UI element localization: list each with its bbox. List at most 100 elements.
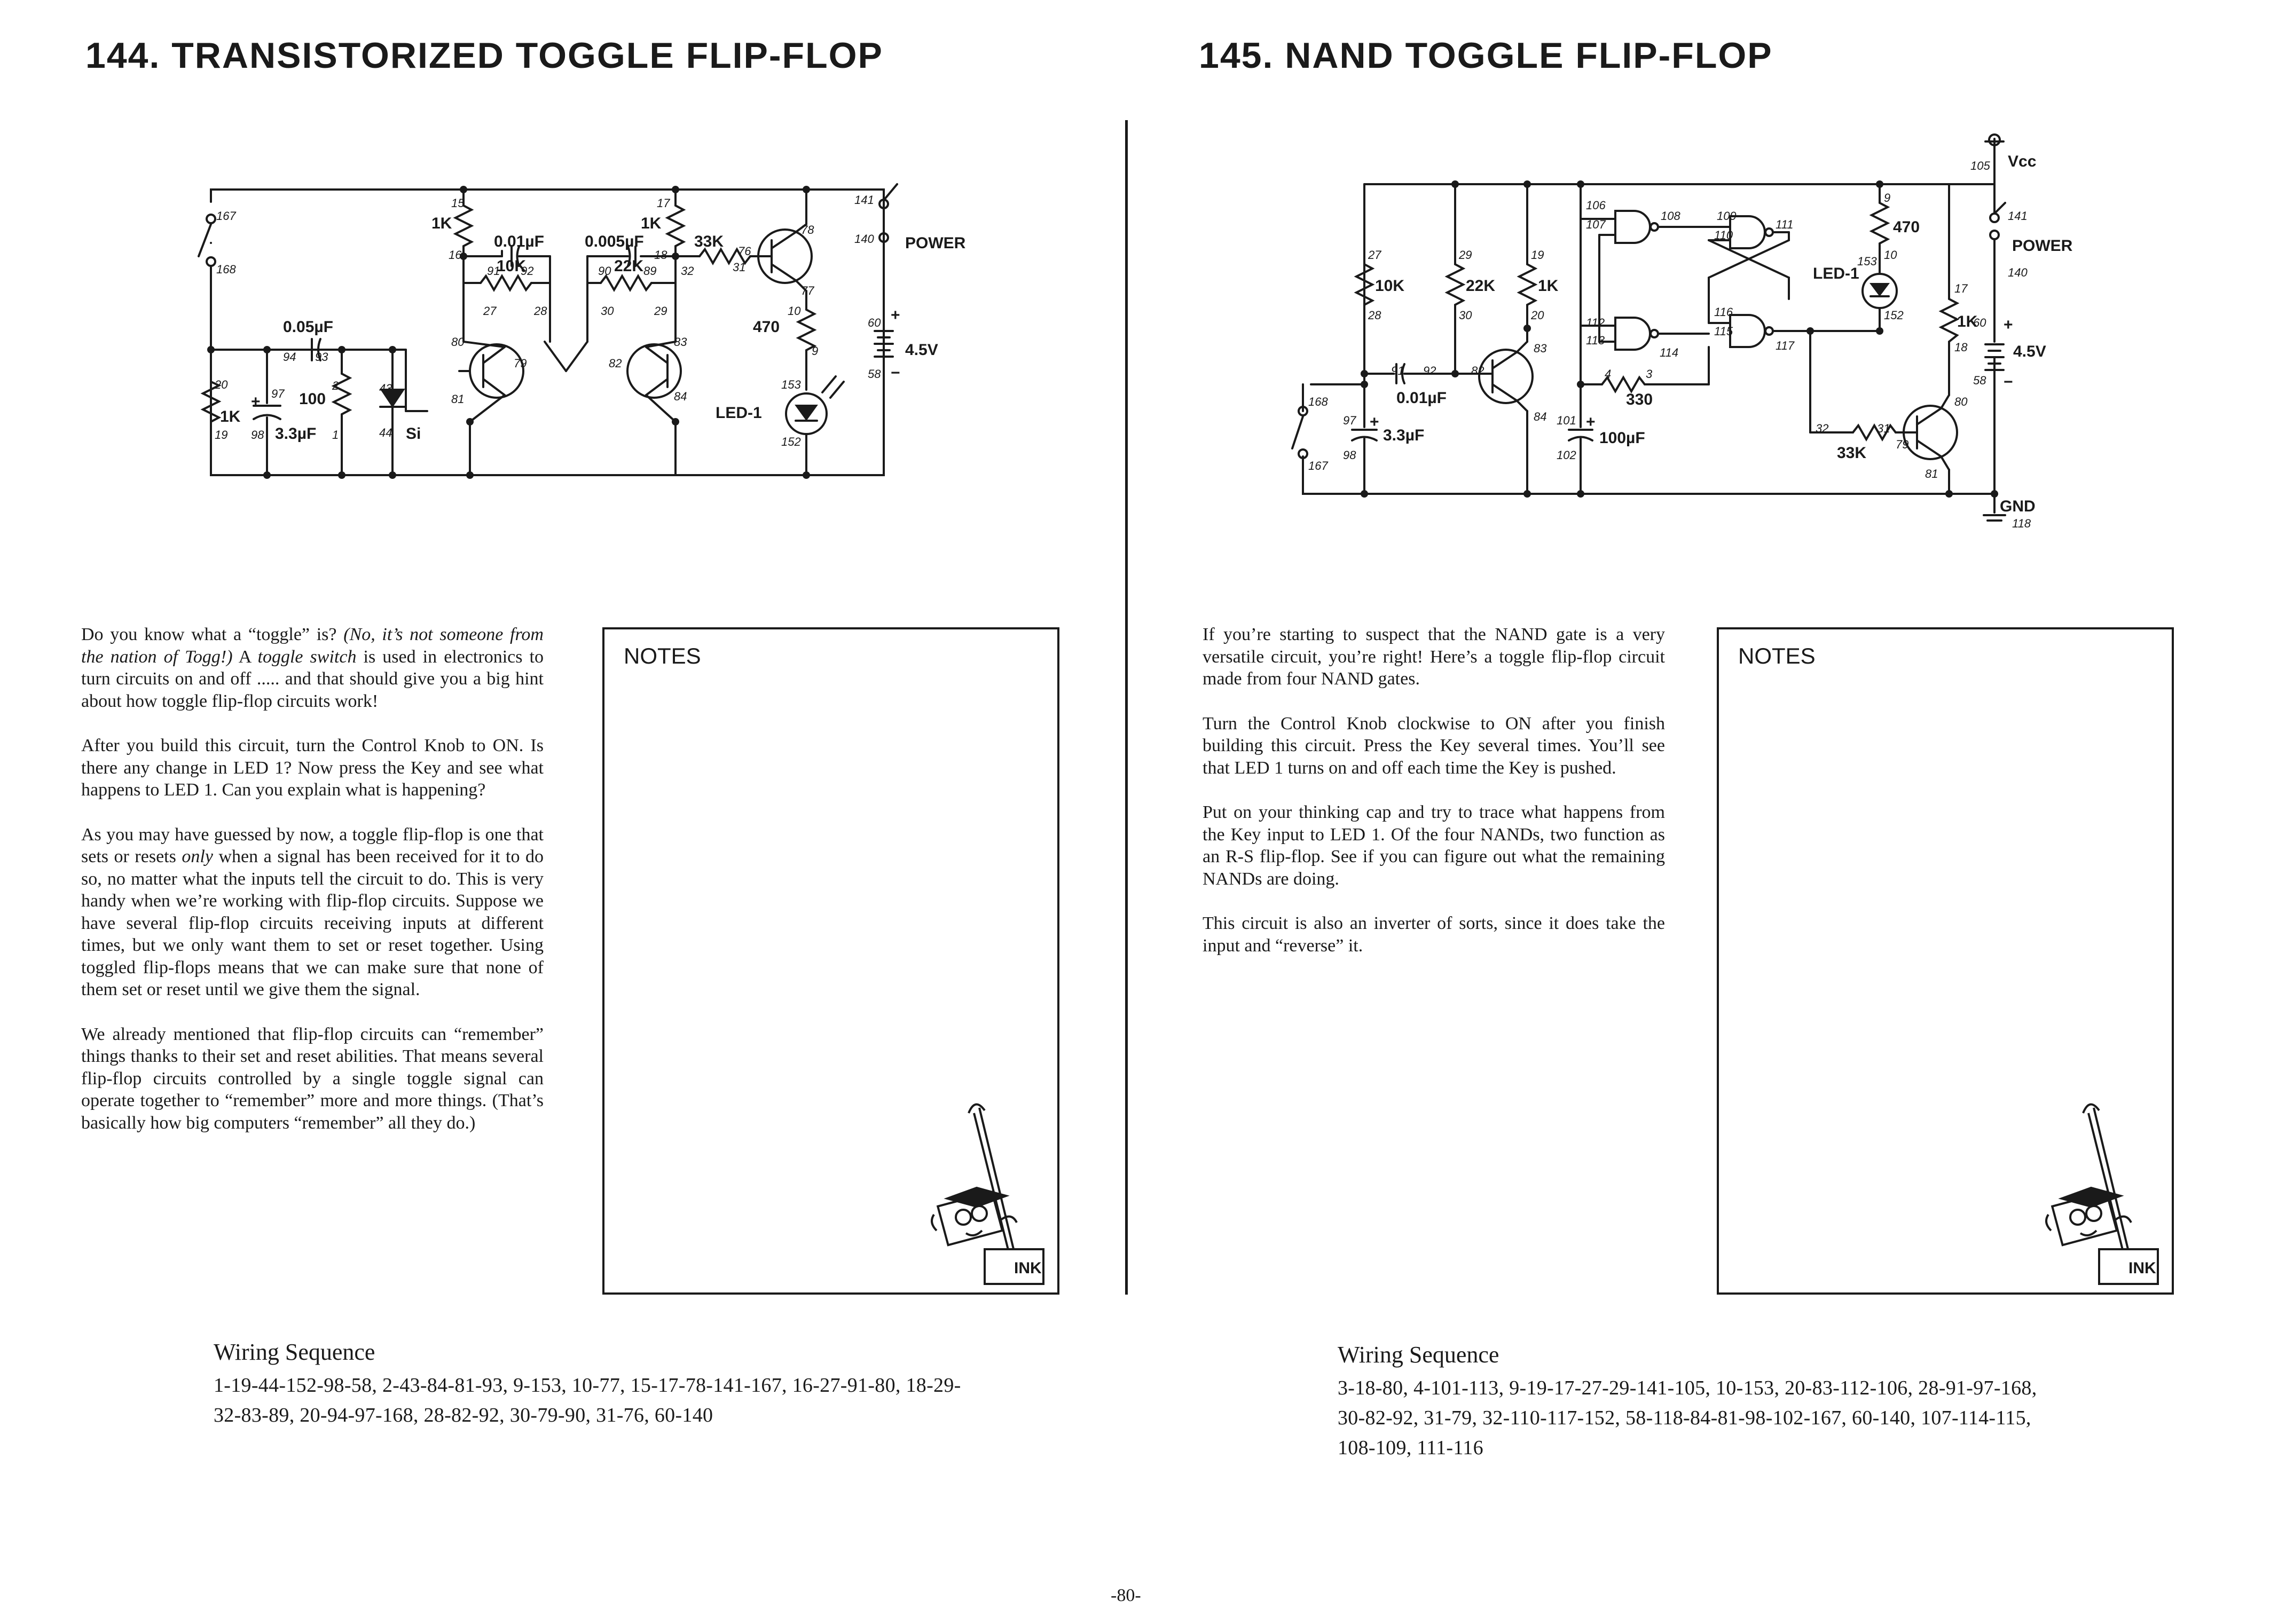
paragraph: This circuit is also an inverter of sort… — [1203, 912, 1665, 957]
svg-text:58: 58 — [1973, 374, 1986, 387]
text-run: only — [182, 847, 213, 866]
svg-text:9: 9 — [1884, 191, 1890, 204]
svg-text:31: 31 — [1877, 422, 1890, 435]
project-145-title: 145. NAND TOGGLE FLIP-FLOP — [1199, 35, 1773, 76]
svg-text:105: 105 — [1970, 159, 1990, 172]
label-1k-right: 1K — [641, 215, 662, 232]
label-si: Si — [406, 425, 421, 443]
label-1k-left: 1K — [431, 215, 452, 232]
svg-text:16: 16 — [449, 248, 462, 262]
text-run: (No, it’s not someone from the nation of… — [81, 625, 544, 667]
svg-text:30: 30 — [601, 304, 614, 318]
svg-text:17: 17 — [657, 196, 670, 210]
svg-text:44: 44 — [379, 426, 392, 439]
paragraph: Turn the Control Knob clockwise to ON af… — [1203, 713, 1665, 779]
notes-box: NOTES INK — [1717, 627, 2174, 1295]
svg-text:28: 28 — [533, 304, 547, 318]
svg-text:83: 83 — [674, 335, 687, 349]
label-battery-plus: + — [891, 306, 900, 324]
label-3-3uf: 3.3µF — [275, 425, 316, 443]
svg-text:116: 116 — [1714, 305, 1733, 319]
svg-text:98: 98 — [251, 428, 264, 442]
label-battery-plus: + — [2004, 316, 2013, 334]
paragraph: Put on your thinking cap and try to trac… — [1203, 801, 1665, 890]
label-100uf: 100µF — [1599, 429, 1645, 447]
svg-text:17: 17 — [1954, 282, 1968, 295]
mascot-illustration: INK — [2045, 1103, 2159, 1285]
text-run: Put on your thinking cap and try to trac… — [1203, 802, 1665, 889]
text-run: is used in electronics to turn circuits … — [81, 647, 544, 711]
svg-text:94: 94 — [283, 350, 296, 364]
svg-text:110: 110 — [1714, 228, 1733, 242]
svg-text:18: 18 — [654, 248, 667, 262]
project-144-wiring: Wiring Sequence 1-19-44-152-98-58, 2-43-… — [214, 1337, 961, 1430]
text-run: Do you know what a “toggle” is? — [81, 625, 344, 644]
svg-text:60: 60 — [1973, 316, 1986, 329]
wiring-sequence: 1-19-44-152-98-58, 2-43-84-81-93, 9-153,… — [214, 1374, 961, 1426]
text-run: This circuit is also an inverter of sort… — [1203, 913, 1665, 956]
text-run: If you’re starting to suspect that the N… — [1203, 625, 1665, 689]
svg-text:28: 28 — [1368, 309, 1381, 322]
svg-text:117: 117 — [1776, 339, 1795, 352]
svg-text:19: 19 — [215, 428, 227, 442]
paragraph: Do you know what a “toggle” is? (No, it’… — [81, 624, 544, 712]
svg-text:79: 79 — [1896, 438, 1908, 451]
svg-text:10: 10 — [1884, 248, 1897, 262]
svg-text:91: 91 — [487, 264, 500, 278]
svg-text:167: 167 — [1308, 459, 1328, 472]
mascot-illustration: INK — [931, 1103, 1044, 1285]
svg-text:108: 108 — [1661, 209, 1680, 223]
label-battery-minus: − — [2004, 373, 2013, 391]
label-cap-plus: + — [1370, 413, 1379, 431]
svg-text:101: 101 — [1557, 414, 1576, 427]
label-4-5v: 4.5V — [905, 341, 938, 359]
svg-text:111: 111 — [1776, 218, 1793, 231]
nand-flip-flop-schematic: Vcc POWER 470 LED-1 10K 22K 1K 0.01µF 3.… — [1291, 133, 2073, 530]
svg-text:140: 140 — [2008, 266, 2028, 279]
label-10k: 10K — [497, 257, 526, 275]
text-run: Turn the Control Knob clockwise to ON af… — [1203, 713, 1665, 778]
svg-text:115: 115 — [1714, 325, 1733, 338]
svg-text:113: 113 — [1586, 334, 1605, 347]
paragraph: If you’re starting to suspect that the N… — [1203, 624, 1665, 690]
svg-text:93: 93 — [315, 350, 328, 364]
label-1k: 1K — [1538, 277, 1559, 295]
label-33k: 33K — [1837, 444, 1866, 462]
svg-text:1: 1 — [332, 428, 339, 442]
paragraph: We already mentioned that flip-flop circ… — [81, 1023, 544, 1134]
wiring-sequence: 3-18-80, 4-101-113, 9-19-17-27-29-141-10… — [1338, 1377, 2037, 1459]
label-1k-right: 1K — [1957, 313, 1978, 330]
svg-text:80: 80 — [1954, 395, 1968, 408]
svg-text:153: 153 — [1857, 255, 1877, 268]
svg-text:32: 32 — [1816, 422, 1828, 435]
paragraph: As you may have guessed by now, a toggle… — [81, 824, 544, 1001]
page-divider — [1125, 120, 1128, 1295]
label-470: 470 — [753, 318, 780, 336]
svg-text:140: 140 — [854, 232, 874, 246]
svg-text:168: 168 — [1308, 395, 1328, 408]
text-run: We already mentioned that flip-flop circ… — [81, 1024, 544, 1133]
component-value-labels: Vcc POWER 470 LED-1 10K 22K 1K 0.01µF 3.… — [1370, 153, 2073, 515]
svg-text:92: 92 — [1423, 364, 1436, 377]
label-gnd: GND — [2000, 498, 2036, 515]
page-number: -80- — [1111, 1586, 1141, 1605]
svg-text:9: 9 — [812, 344, 818, 358]
svg-text:27: 27 — [483, 304, 497, 318]
svg-text:2: 2 — [332, 379, 339, 392]
wiring-title: Wiring Sequence — [214, 1339, 375, 1365]
svg-text:76: 76 — [738, 245, 751, 258]
svg-text:81: 81 — [1925, 467, 1938, 480]
svg-text:60: 60 — [868, 316, 881, 329]
notes-box: NOTES INK — [602, 627, 1059, 1295]
svg-text:4: 4 — [1605, 367, 1611, 381]
svg-text:84: 84 — [674, 390, 687, 403]
label-cap100-plus: + — [1586, 413, 1596, 431]
svg-text:43: 43 — [379, 382, 392, 395]
svg-text:167: 167 — [216, 209, 236, 223]
project-144-description: Do you know what a “toggle” is? (No, it’… — [81, 624, 544, 1134]
svg-text:141: 141 — [854, 193, 874, 207]
label-power: POWER — [2012, 237, 2073, 255]
label-led-1: LED-1 — [716, 404, 762, 422]
mascot-badge-text: INK — [1014, 1259, 1042, 1277]
notes-label: NOTES — [1738, 643, 1816, 668]
